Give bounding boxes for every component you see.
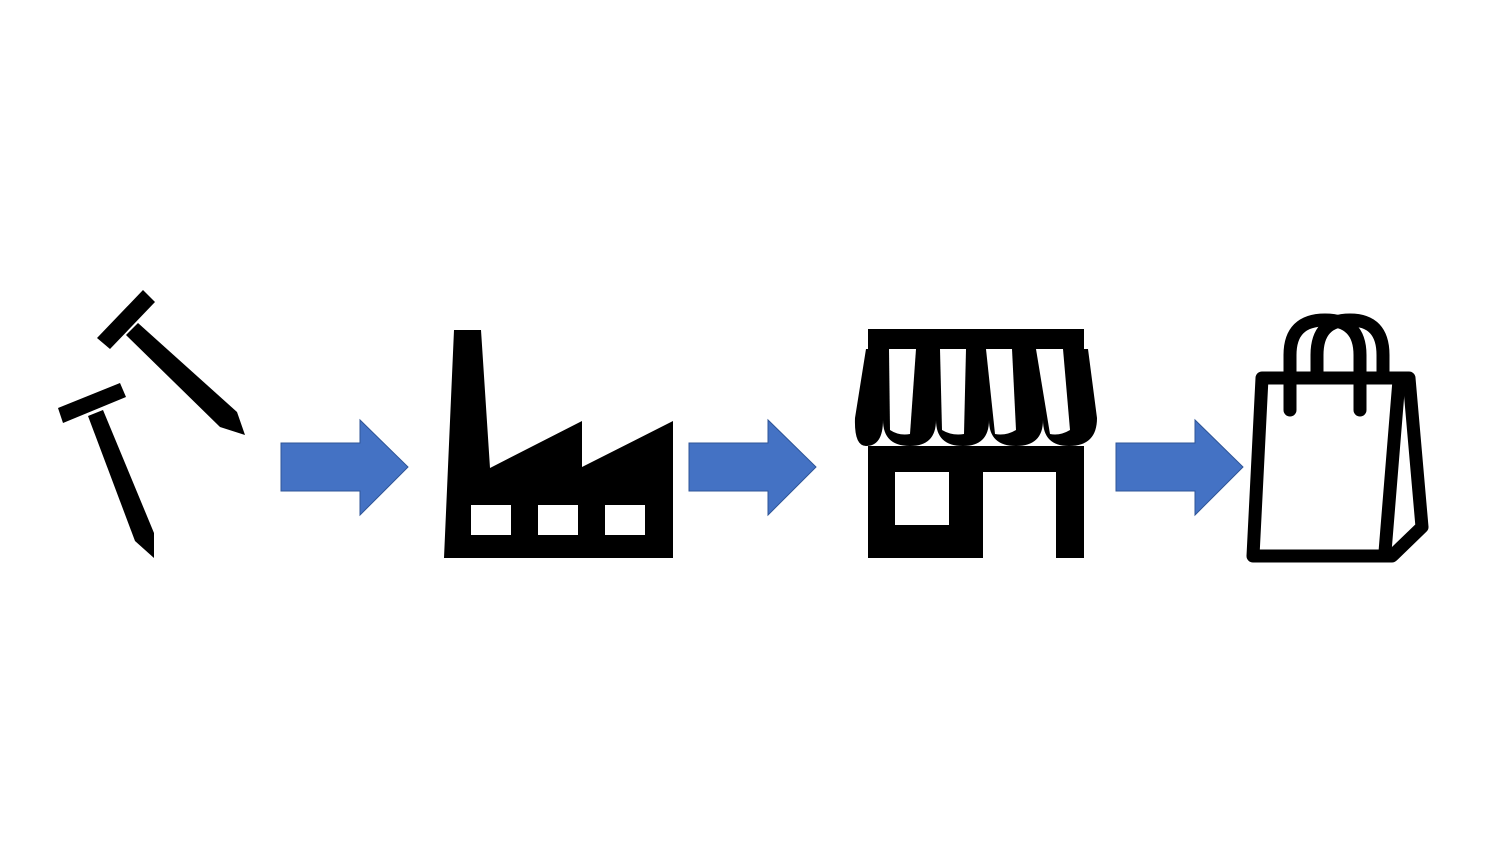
step-factory xyxy=(440,325,676,563)
step-store xyxy=(850,325,1100,563)
step-shopping xyxy=(1235,305,1440,575)
right-arrow-icon xyxy=(280,418,409,517)
storefront-icon xyxy=(854,329,1097,558)
nails-icon xyxy=(58,290,245,558)
flow-arrow-3 xyxy=(1113,418,1245,518)
step-raw-materials xyxy=(50,285,250,565)
factory-icon xyxy=(444,330,673,558)
right-arrow-icon xyxy=(688,418,817,517)
flow-arrow-1 xyxy=(278,418,410,518)
right-arrow-icon xyxy=(1115,418,1244,517)
shopping-bag-icon xyxy=(1246,313,1429,563)
flow-arrow-2 xyxy=(686,418,818,518)
